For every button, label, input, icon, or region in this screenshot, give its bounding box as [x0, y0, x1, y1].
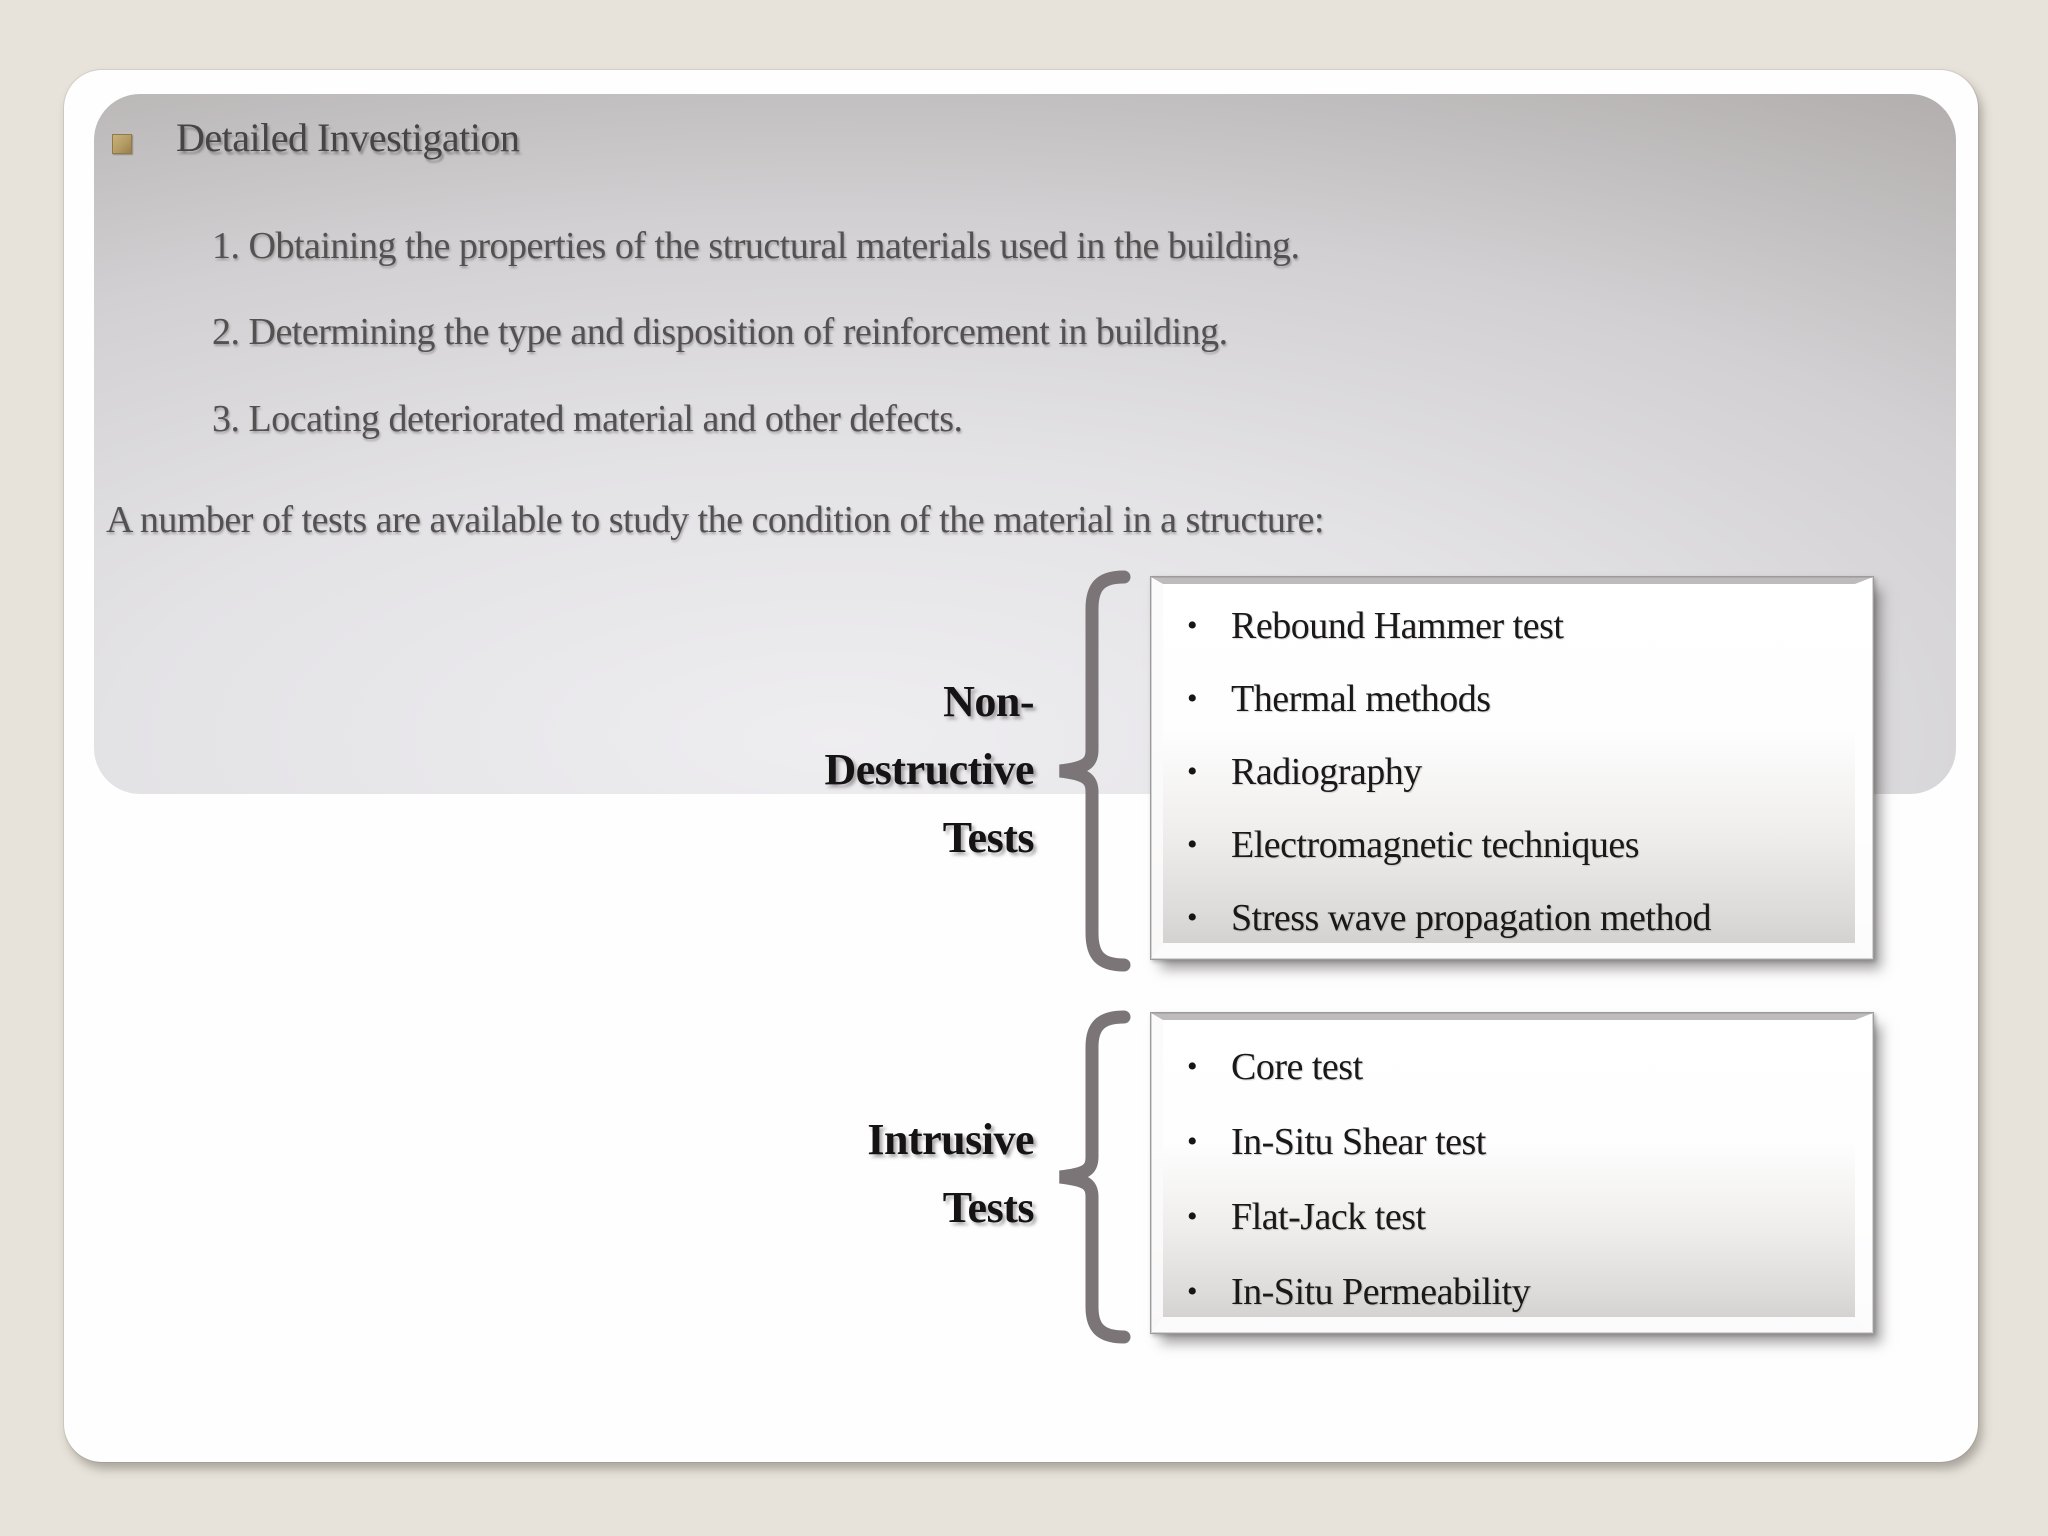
list-item: • Stress wave propagation method	[1185, 881, 1853, 954]
bullet-dot-icon: •	[1187, 754, 1198, 788]
bullet-dot-icon: •	[1187, 827, 1198, 861]
list-item: • In-Situ Shear test	[1185, 1104, 1853, 1179]
test-item-label: In-Situ Permeability	[1231, 1270, 1531, 1313]
slide-title: Detailed Investigation	[176, 115, 520, 160]
test-item-label: Rebound Hammer test	[1231, 604, 1564, 647]
intrusive-tests-box: • Core test • In-Situ Shear test • Flat-…	[1150, 1012, 1874, 1334]
bullet-dot-icon: •	[1187, 1049, 1198, 1083]
test-item-label: Thermal methods	[1231, 677, 1491, 720]
test-item-label: Electromagnetic techniques	[1231, 823, 1640, 866]
list-item: • Rebound Hammer test	[1185, 589, 1853, 662]
bullet-dot-icon: •	[1187, 608, 1198, 642]
bullet-dot-icon: •	[1187, 681, 1198, 715]
numbered-item-1: 1. Obtaining the properties of the struc…	[212, 225, 1300, 267]
left-curly-brace-icon	[1059, 570, 1131, 972]
numbered-item-2: 2. Determining the type and disposition …	[212, 311, 1228, 353]
list-item: • Radiography	[1185, 735, 1853, 808]
list-item: • Thermal methods	[1185, 662, 1853, 735]
non-destructive-tests-box: • Rebound Hammer test • Thermal methods …	[1150, 576, 1874, 960]
group-label-intrusive: Intrusive Tests	[634, 1106, 1034, 1242]
group-label-line: Tests	[942, 813, 1035, 862]
group-label-line: Intrusive	[867, 1115, 1034, 1164]
group-label-line: Destructive	[824, 745, 1034, 794]
list-item: • In-Situ Permeability	[1185, 1254, 1853, 1329]
numbered-item-3: 3. Locating deteriorated material and ot…	[212, 398, 963, 440]
test-item-label: Radiography	[1231, 750, 1422, 793]
list-item: • Flat-Jack test	[1185, 1179, 1853, 1254]
left-curly-brace-icon	[1059, 1010, 1131, 1344]
list-item: • Electromagnetic techniques	[1185, 808, 1853, 881]
group-label-line: Tests	[942, 1183, 1035, 1232]
bullet-dot-icon: •	[1187, 900, 1198, 934]
test-item-label: Stress wave propagation method	[1231, 896, 1711, 939]
bullet-dot-icon: •	[1187, 1274, 1198, 1308]
test-list: • Core test • In-Situ Shear test • Flat-…	[1185, 1013, 1853, 1329]
test-item-label: Flat-Jack test	[1231, 1195, 1426, 1238]
test-item-label: In-Situ Shear test	[1231, 1120, 1486, 1163]
test-item-label: Core test	[1231, 1045, 1363, 1088]
list-item: • Core test	[1185, 1029, 1853, 1104]
bullet-dot-icon: •	[1187, 1199, 1198, 1233]
bullet-dot-icon: •	[1187, 1124, 1198, 1158]
group-label-non-destructive: Non- Destructive Tests	[634, 668, 1034, 872]
intro-text: A number of tests are available to study…	[106, 499, 1325, 541]
group-label-line: Non-	[943, 677, 1034, 726]
square-bullet-icon	[112, 134, 132, 154]
test-list: • Rebound Hammer test • Thermal methods …	[1185, 577, 1853, 954]
